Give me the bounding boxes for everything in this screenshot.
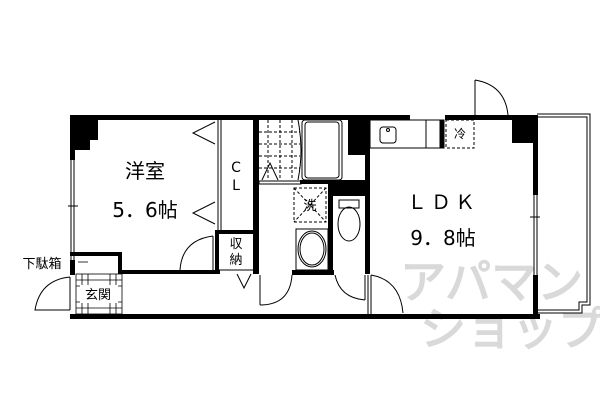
washer-label: 洗 [303, 199, 316, 214]
closet [191, 120, 222, 230]
balcony [537, 113, 591, 314]
watermark: アパマン ショップ [400, 255, 600, 356]
western-room-size: 5．6帖 [112, 198, 177, 222]
entrance-floor [75, 261, 123, 315]
shoe-box-label: 下駄箱 [22, 256, 61, 272]
storage [219, 269, 253, 290]
fridge-label: 冷 [454, 127, 466, 141]
storage-label-1: 収 [229, 237, 242, 252]
interior-walls [70, 115, 370, 275]
kitchen-counter [369, 119, 475, 149]
western-room-name: 洋室 [125, 159, 165, 183]
window-ldk [530, 160, 540, 275]
toilet [337, 199, 361, 242]
bathroom [258, 119, 343, 185]
doors [34, 79, 509, 314]
window-western-room [68, 160, 78, 260]
washroom [293, 187, 329, 271]
closet-label-c: C [231, 160, 241, 176]
watermark-line1: アパマン [400, 255, 583, 309]
ldk-size: 9．8帖 [410, 226, 475, 250]
exterior-walls [70, 115, 540, 319]
ldk-name: ＬＤＫ [407, 190, 479, 214]
entrance-label: 玄関 [85, 288, 111, 303]
watermark-line2: ショップ [420, 302, 600, 356]
closet-label-l: L [232, 178, 240, 194]
storage-label-2: 納 [229, 253, 242, 268]
